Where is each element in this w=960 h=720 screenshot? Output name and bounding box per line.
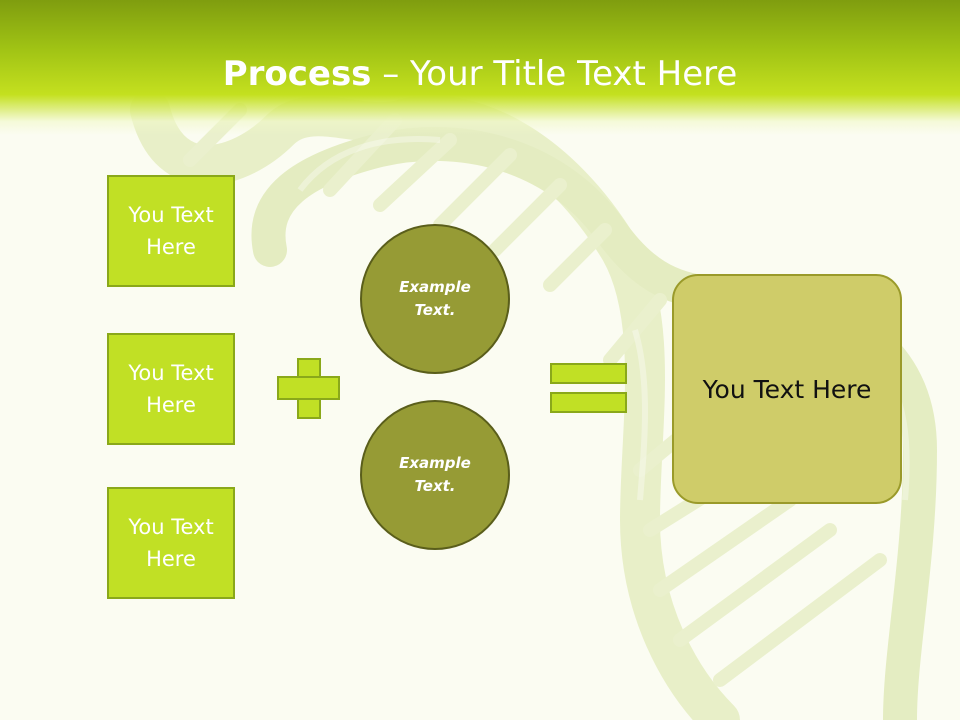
circle-label: Example Text. [399,454,471,495]
text-box-2[interactable]: You Text Here [107,333,235,445]
title-bar [0,0,960,135]
plus-center-fill [299,378,319,398]
example-circle-1[interactable]: Example Text. [360,224,510,374]
text-box-label: You Text Here [128,515,214,571]
slide-title: Process – Your Title Text Here [0,52,960,96]
circle-label: Example Text. [399,278,471,319]
result-label: You Text Here [702,374,872,404]
text-box-3[interactable]: You Text Here [107,487,235,599]
equals-top-bar [550,363,627,384]
result-box[interactable]: You Text Here [672,274,902,504]
title-rest: – Your Title Text Here [371,54,738,94]
text-box-label: You Text Here [128,361,214,417]
equals-bottom-bar [550,392,627,413]
example-circle-2[interactable]: Example Text. [360,400,510,550]
title-bold: Process [222,54,372,94]
text-box-label: You Text Here [128,203,214,259]
text-box-1[interactable]: You Text Here [107,175,235,287]
